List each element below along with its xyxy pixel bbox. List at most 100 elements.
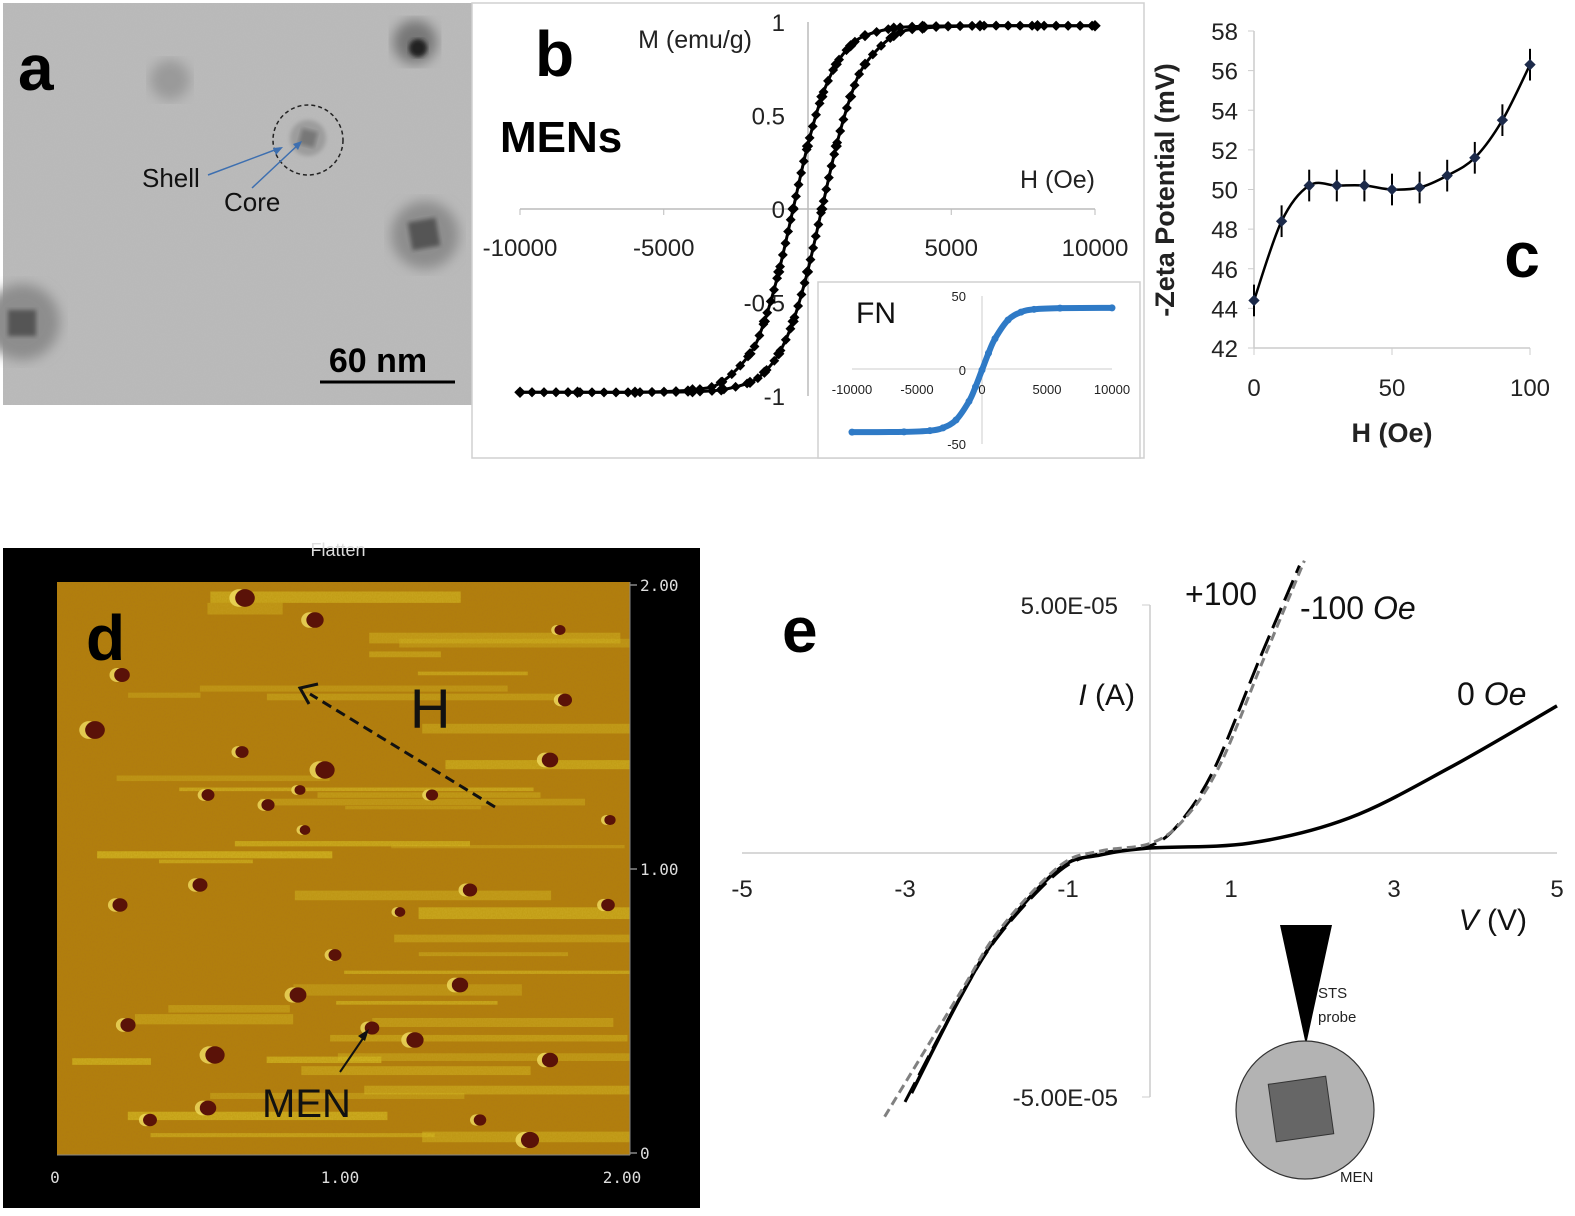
core-label: Core	[224, 187, 280, 217]
data-marker	[871, 26, 882, 37]
afm-particle	[289, 987, 307, 1003]
x-tick-label: 0	[1247, 375, 1260, 402]
scale-bar-label: 60 nm	[329, 342, 427, 380]
afm-particle	[261, 799, 275, 811]
data-marker	[808, 242, 819, 253]
data-marker	[841, 103, 852, 113]
data-point	[1413, 181, 1426, 194]
data-point	[744, 348, 756, 360]
afm-particle	[120, 1018, 136, 1032]
y-axis-label: I (A)	[1078, 679, 1135, 712]
afm-particle	[541, 1052, 559, 1068]
series-label-minus100: -100 Oe	[1300, 590, 1416, 626]
x-tick-label: -10000	[483, 235, 558, 262]
panel-a-tem-image: Shell Core a 60 nm	[0, 3, 475, 405]
data-point	[773, 348, 785, 360]
data-point	[1089, 20, 1101, 32]
x-tick-label: 10000	[1062, 235, 1129, 262]
data-point	[1303, 179, 1315, 192]
data-point	[758, 366, 771, 378]
y-axis-label: M (emu/g)	[638, 26, 752, 54]
y-tick-label: 48	[1211, 217, 1238, 244]
y-tick-label: 1	[772, 10, 785, 37]
inset-data-point	[991, 335, 999, 343]
data-marker	[931, 22, 942, 33]
data-marker	[1063, 20, 1074, 31]
y-tick-label: 42	[1211, 336, 1238, 363]
x-axis-label: H (Oe)	[1352, 418, 1433, 448]
data-point	[830, 140, 842, 152]
y-tick-label: 46	[1211, 257, 1238, 284]
x-tick-label: 3	[1387, 876, 1400, 903]
inset-data-point	[939, 424, 947, 432]
data-point	[1248, 294, 1260, 307]
data-marker	[765, 296, 776, 307]
data-marker	[735, 360, 746, 371]
data-marker	[769, 355, 780, 366]
afm-particle	[604, 814, 616, 826]
particle-highlight-circle	[272, 104, 344, 176]
data-marker	[799, 277, 810, 288]
y-tick-label: -1	[764, 384, 785, 411]
inset-data-point	[926, 427, 934, 435]
afm-particle	[601, 898, 615, 912]
data-marker	[813, 219, 824, 230]
inset-data-point	[985, 349, 992, 357]
panel-d-afm-image: Flatten 2.00 1.00 0 0 1.00 2.00 d H MEN	[3, 540, 700, 1208]
y-tick-label: 56	[1211, 59, 1238, 86]
data-marker	[671, 387, 681, 397]
data-marker	[823, 172, 834, 183]
data-marker	[754, 330, 765, 341]
data-marker	[818, 196, 829, 207]
data-marker	[798, 156, 809, 167]
data-marker	[1003, 20, 1014, 31]
inset-data-point	[848, 428, 856, 436]
y-tick-label: 58	[1211, 19, 1238, 46]
data-marker	[991, 20, 1002, 31]
data-marker	[854, 69, 865, 80]
data-point	[744, 376, 756, 389]
x-tick-label: -3	[894, 876, 915, 903]
panel-label-e: e	[782, 594, 818, 666]
data-marker	[659, 387, 669, 398]
afm-particle	[299, 825, 311, 835]
y-tick-label: 5.00E-05	[1021, 593, 1118, 620]
inset-data-point	[1108, 304, 1116, 312]
data-marker	[796, 289, 807, 300]
right-tick-label: 1.00	[640, 860, 679, 879]
data-marker	[623, 387, 633, 398]
afm-particle	[85, 721, 105, 739]
afm-particle	[143, 1113, 157, 1127]
data-point	[715, 384, 727, 396]
data-marker	[762, 307, 773, 318]
data-marker	[867, 49, 878, 60]
bottom-tick-label: 2.00	[603, 1168, 642, 1187]
sts-probe-icon	[1280, 925, 1332, 1045]
x-tick-label: -5	[731, 876, 752, 903]
inset-data-point	[1030, 305, 1038, 313]
data-point	[801, 140, 814, 152]
inset-data-point	[952, 416, 960, 424]
x-tick-label: -5000	[633, 235, 694, 262]
data-marker	[804, 132, 815, 143]
afm-particle	[328, 949, 342, 961]
afm-particle	[541, 752, 559, 768]
bottom-tick-label: 0	[50, 1168, 60, 1187]
x-axis-label: H (Oe)	[1020, 166, 1095, 194]
inset-data-point	[965, 397, 973, 405]
data-marker	[599, 387, 609, 398]
data-marker	[805, 254, 816, 265]
data-point	[571, 386, 584, 398]
data-point	[1524, 59, 1536, 71]
field-direction-arrow	[309, 692, 496, 809]
data-marker	[835, 126, 846, 136]
data-point	[1441, 169, 1453, 182]
fn-annotation: FN	[856, 297, 896, 330]
inset-x-tick-label: -5000	[900, 382, 933, 397]
data-marker	[907, 24, 918, 35]
data-point	[1275, 215, 1288, 227]
